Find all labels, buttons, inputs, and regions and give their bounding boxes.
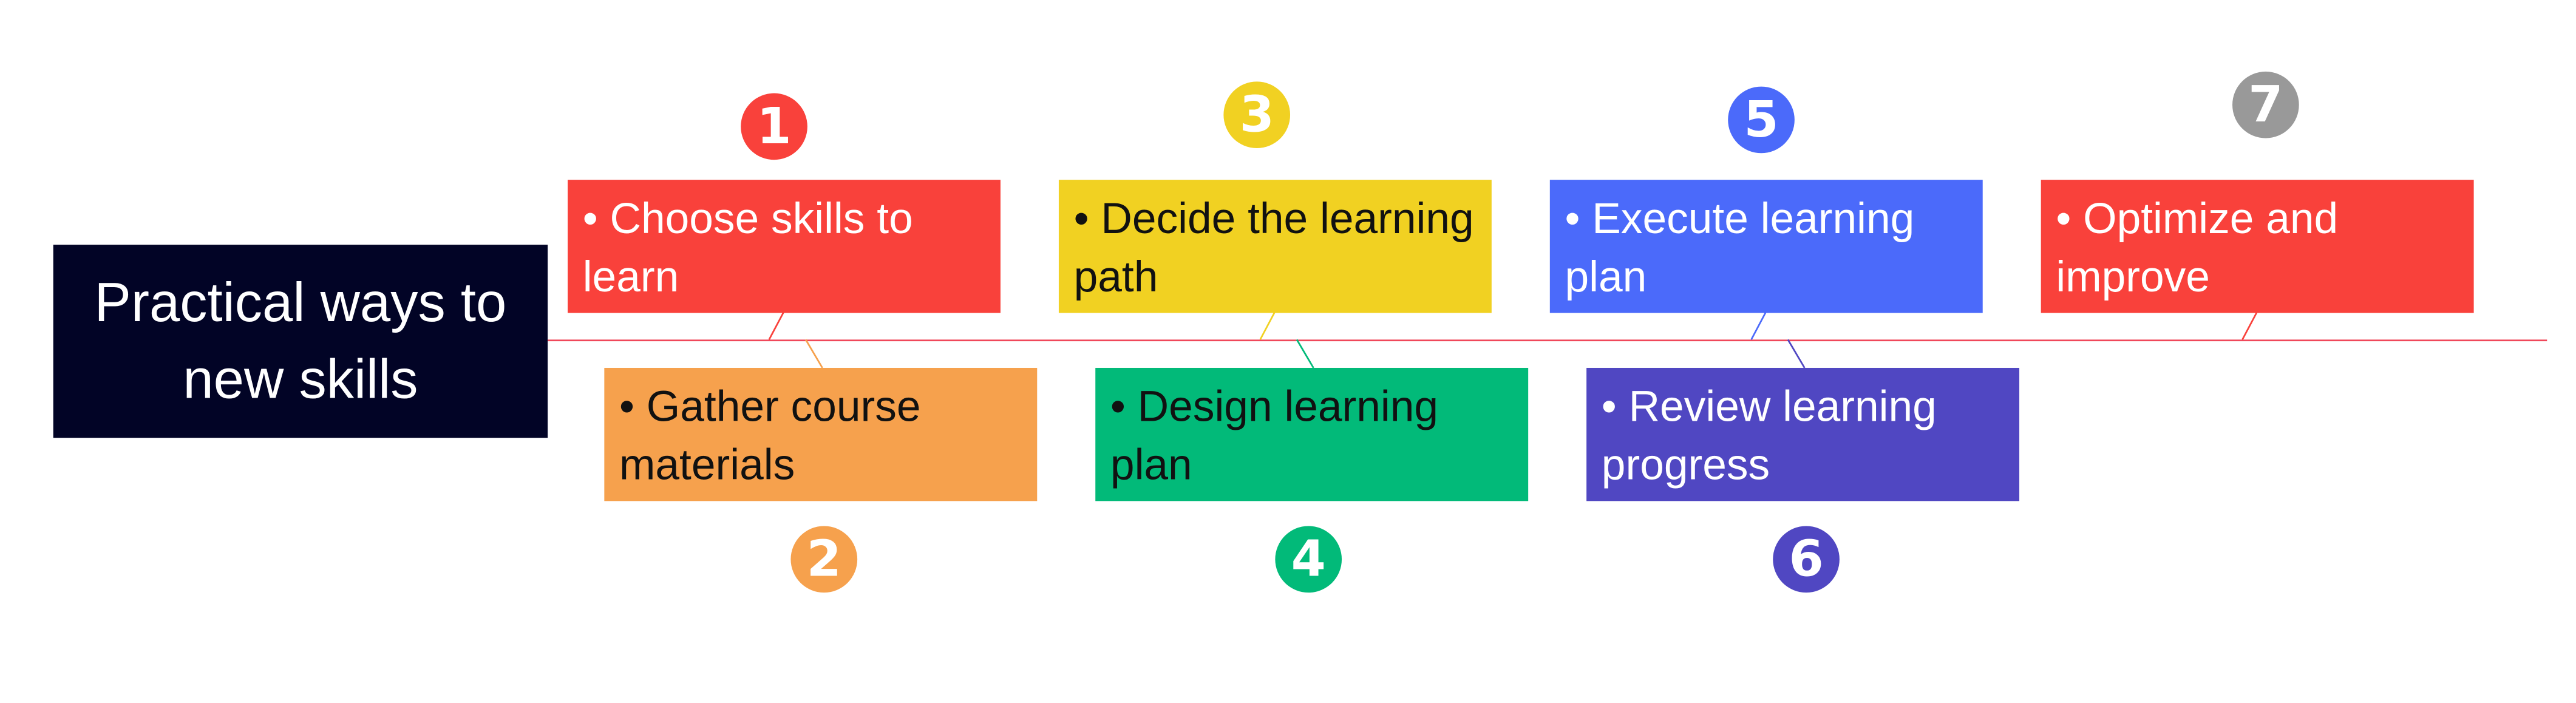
title-text: Practical ways to new skills [94,272,507,410]
step-5-number: 5 [1744,90,1779,149]
step-6-text: • Review learning progress [1601,381,1937,490]
step-4-box: • Design learning plan [1095,367,1529,501]
timeline-line [548,339,2547,342]
connector-2 [804,339,823,368]
step-5-text: • Execute learning plan [1565,193,1915,302]
step-1-box: • Choose skills to learn [568,180,1001,313]
step-3-number: 3 [1239,86,1274,144]
connector-7 [2241,311,2258,341]
step-6-box: • Review learning progress [1586,367,2020,501]
step-1-text: • Choose skills to learn [582,193,913,302]
connector-6 [1787,339,1806,368]
step-7-box: • Optimize and improve [2041,180,2474,313]
step-1-number: 1 [756,97,792,156]
step-2-number: 2 [806,530,841,589]
step-7-badge: 7 [2232,71,2299,138]
step-5-badge: 5 [1728,86,1795,154]
step-4-badge: 4 [1275,526,1342,593]
step-4-text: • Design learning plan [1110,381,1439,490]
step-7-number: 7 [2248,75,2283,134]
step-3-text: • Decide the learning path [1073,193,1474,302]
step-3-badge: 3 [1223,81,1291,149]
step-2-badge: 2 [790,526,858,593]
connector-1 [768,311,785,341]
step-5-box: • Execute learning plan [1549,180,1983,313]
step-2-text: • Gather course materials [619,381,921,490]
step-1-badge: 1 [741,93,807,160]
step-6-badge: 6 [1773,526,1840,593]
connector-3 [1259,311,1276,341]
title-box: Practical ways to new skills [53,245,548,438]
step-3-box: • Decide the learning path [1058,180,1492,313]
step-4-number: 4 [1291,530,1326,589]
step-2-box: • Gather course materials [604,367,1038,501]
connector-4 [1296,339,1314,368]
step-6-number: 6 [1789,530,1824,589]
step-7-text: • Optimize and improve [2056,193,2339,302]
connector-5 [1750,311,1767,341]
